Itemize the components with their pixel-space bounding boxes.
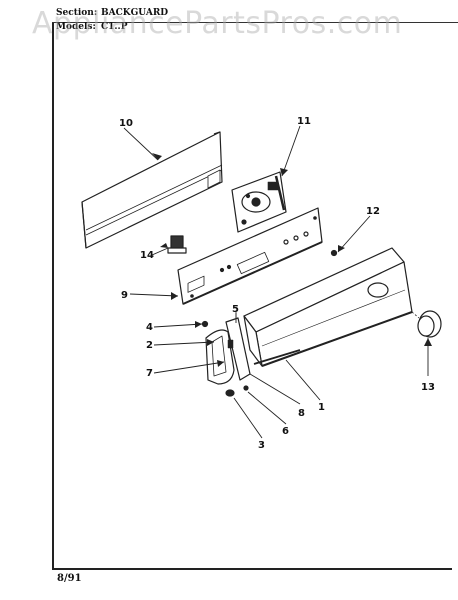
model-value: C1..P xyxy=(101,22,128,32)
callout-9: 9 xyxy=(121,290,128,301)
callout-1: 1 xyxy=(318,402,325,413)
part-2-end-cap xyxy=(205,329,235,385)
callout-14: 14 xyxy=(140,250,154,261)
part-4-screw xyxy=(201,320,209,328)
callout-2: 2 xyxy=(146,340,153,351)
part-10-rear-panel xyxy=(81,131,223,249)
callout-12: 12 xyxy=(366,206,380,217)
section-label: Section: xyxy=(56,8,98,18)
callout-3: 3 xyxy=(258,440,265,451)
callout-5: 5 xyxy=(232,304,239,315)
callout-13: 13 xyxy=(421,382,435,393)
part-3-clip xyxy=(225,389,235,397)
callout-8: 8 xyxy=(298,408,305,419)
part-6-screw xyxy=(243,385,249,391)
part-12-screw xyxy=(330,249,338,257)
callout-7: 7 xyxy=(146,368,153,379)
leader-arrows xyxy=(152,153,432,367)
revision-date: 8/91 xyxy=(57,573,82,584)
part-9-control-panel xyxy=(177,207,323,305)
diagram-frame xyxy=(52,22,452,570)
callout-4: 4 xyxy=(146,322,153,333)
leader-lines xyxy=(123,125,429,439)
header-rule xyxy=(52,22,458,23)
section-value: BACKGUARD xyxy=(101,8,169,18)
part-1-backguard-housing xyxy=(243,247,413,367)
callout-10: 10 xyxy=(119,118,133,129)
callout-6: 6 xyxy=(282,426,289,437)
callout-11: 11 xyxy=(297,116,311,127)
part-11-control-board xyxy=(231,171,287,233)
part-13-knob xyxy=(411,310,442,338)
watermark: AppliancePartsPros.com xyxy=(32,6,403,41)
part-14-switch xyxy=(167,235,187,254)
model-label: Models: xyxy=(56,22,96,32)
